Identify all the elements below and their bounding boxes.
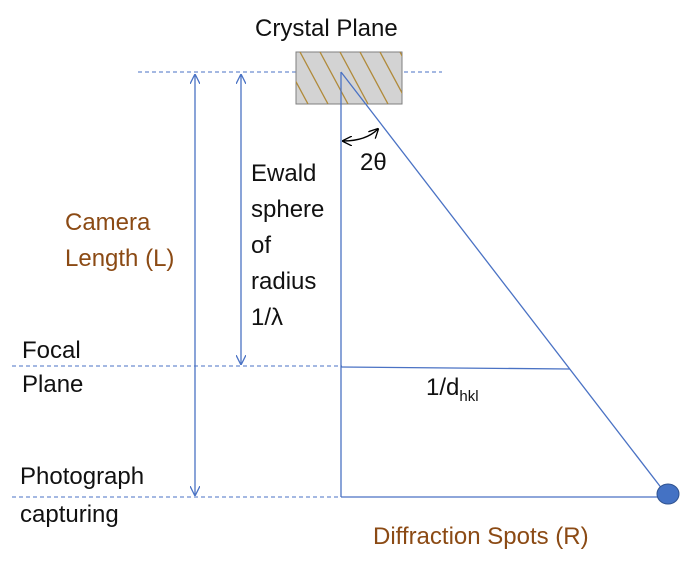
focal-plane-label-line1: Focal — [22, 337, 81, 364]
diffracted-beam-line — [340, 71, 667, 495]
ewald-label-line3: of — [251, 232, 272, 259]
reciprocal-d-subscript: hkl — [459, 388, 479, 405]
two-theta-angle-arc — [343, 129, 378, 141]
ewald-label-line5: 1/λ — [251, 304, 284, 331]
two-theta-label: 2θ — [360, 149, 387, 176]
camera-length-label-line1: Camera — [65, 209, 151, 236]
reciprocal-distance-line — [340, 366, 571, 370]
diffraction-spot — [656, 483, 680, 505]
crystal-plane-label: Crystal Plane — [255, 15, 398, 42]
ewald-label-line2: sphere — [251, 196, 325, 223]
reciprocal-d-main: 1/d — [426, 374, 460, 401]
ewald-label-line4: radius — [251, 268, 317, 295]
crystal-plane-block — [295, 51, 403, 105]
focal-plane-label-line2: Plane — [22, 371, 84, 398]
reciprocal-d-label: 1/dhkl — [426, 372, 479, 412]
diffraction-spots-label: Diffraction Spots (R) — [373, 523, 589, 550]
ewald-label-line1: Ewald — [251, 160, 317, 187]
photograph-label-line1: Photograph — [20, 463, 145, 490]
photograph-label-line2: capturing — [20, 501, 119, 528]
camera-length-label-line2: Length (L) — [65, 245, 175, 272]
